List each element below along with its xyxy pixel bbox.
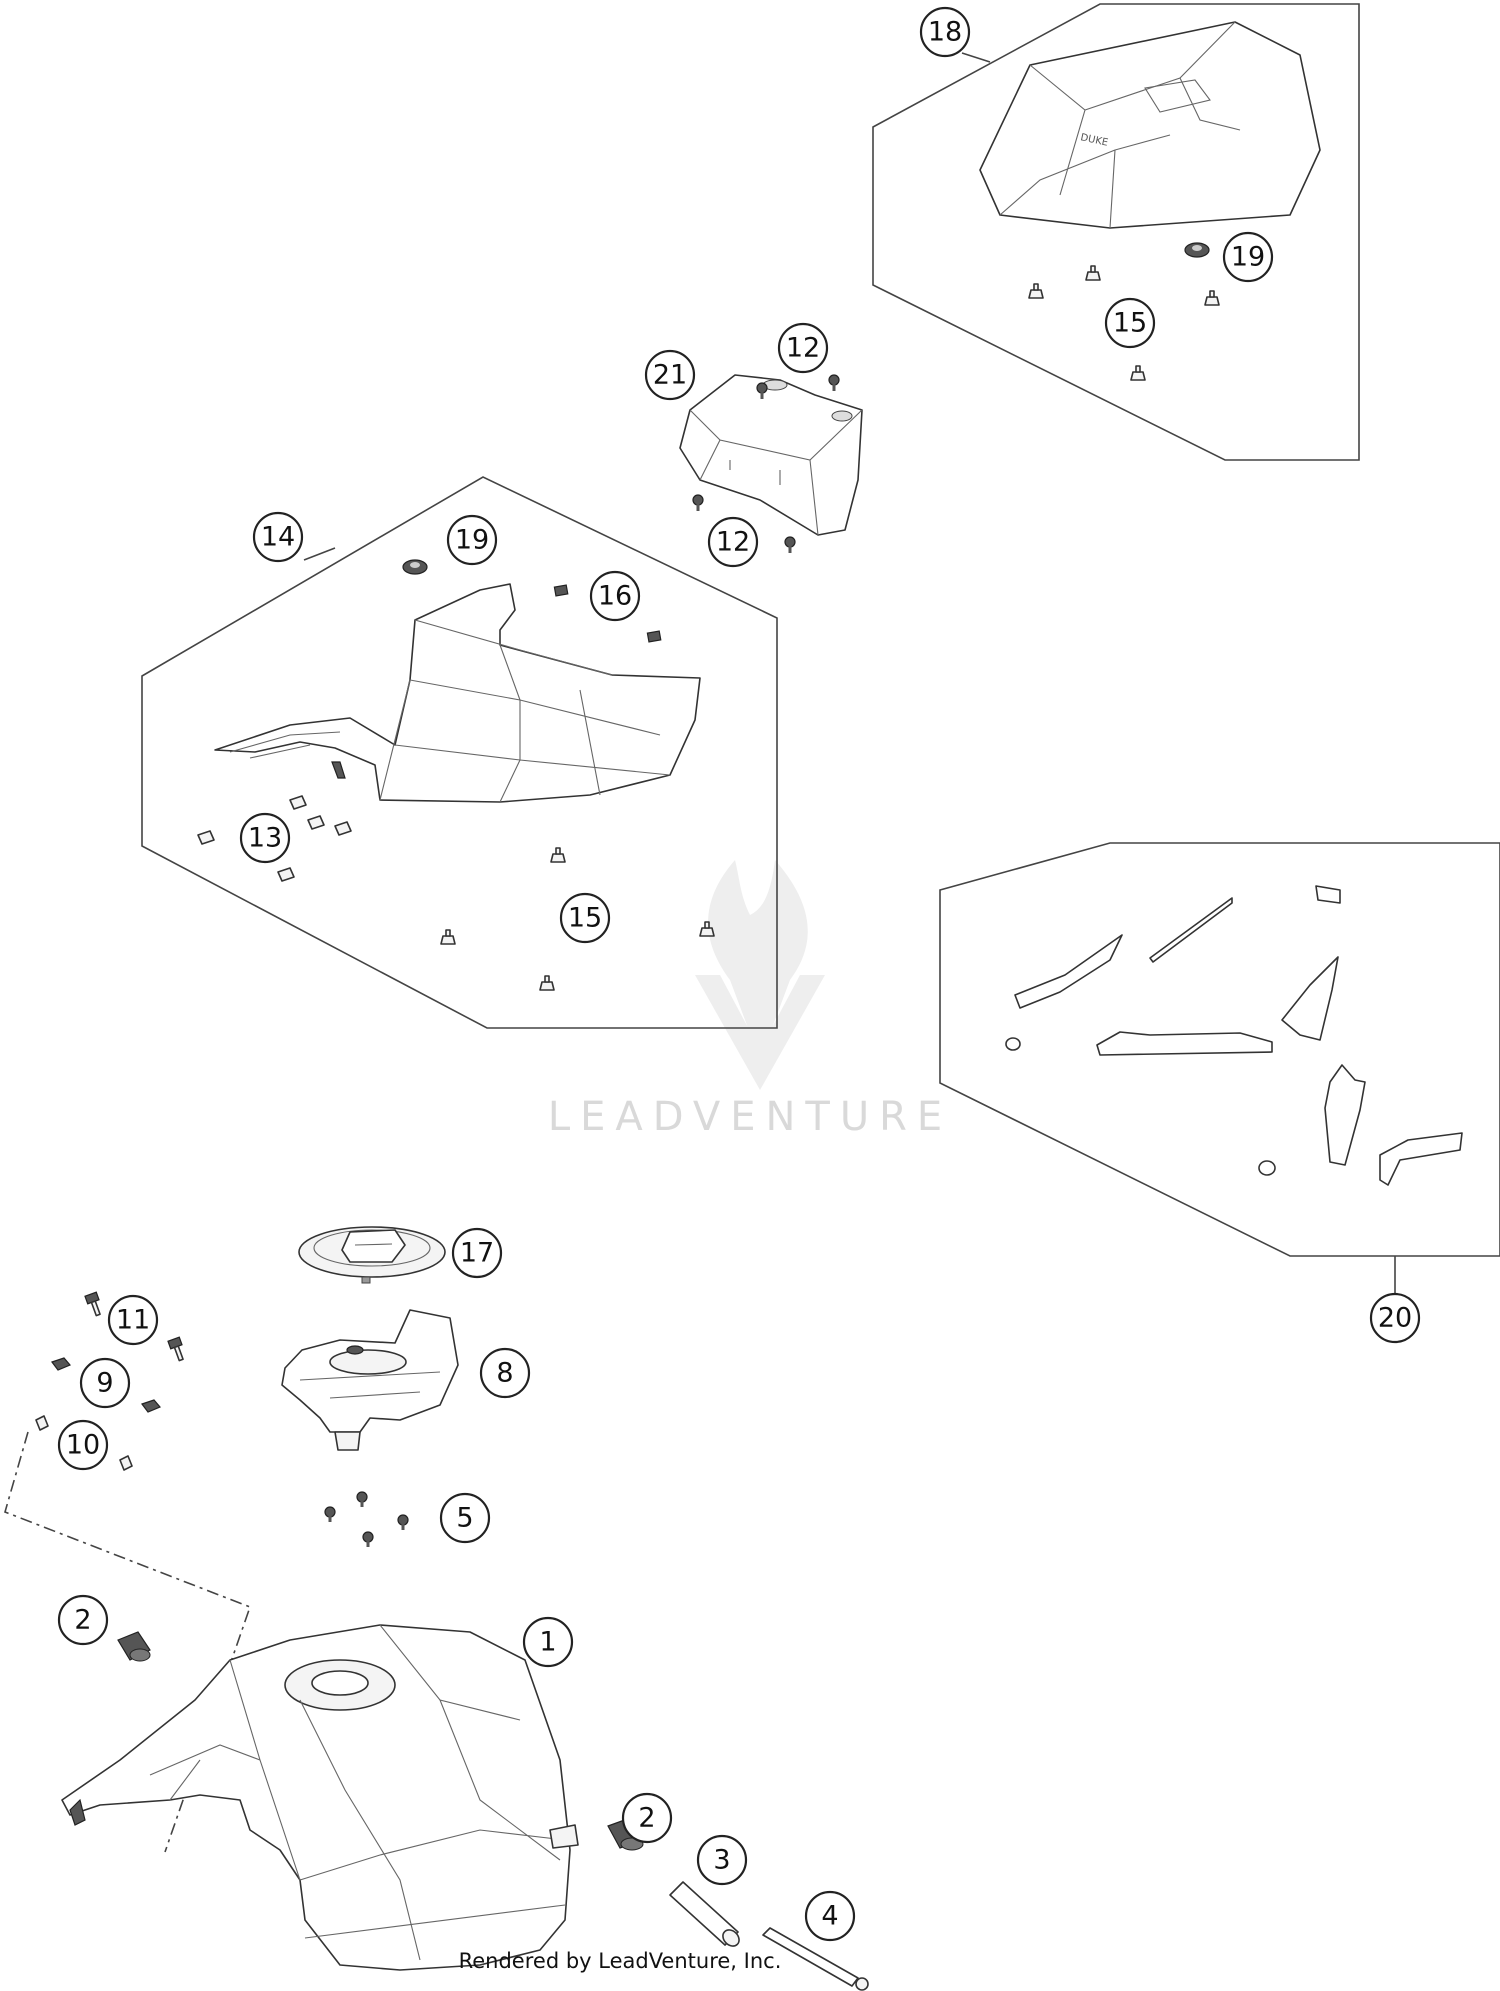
rear-seat-kit-outline xyxy=(872,3,1360,461)
rider-seat-grommet xyxy=(402,559,428,575)
tray-screws xyxy=(692,374,840,553)
callout-15-upper: 15 xyxy=(1104,297,1156,349)
fuel-cap xyxy=(298,1226,446,1284)
rear-seat-buffers xyxy=(1028,265,1220,381)
callout-2-upper: 2 xyxy=(57,1594,109,1646)
decal-set-outline xyxy=(939,842,1500,1257)
callout-16: 16 xyxy=(589,570,641,622)
svg-text:1: 1 xyxy=(539,1627,556,1658)
svg-text:20: 20 xyxy=(1378,1303,1412,1334)
svg-text:17: 17 xyxy=(460,1238,494,1269)
callout-10: 10 xyxy=(57,1419,109,1471)
rear-seat-cover: DUKE xyxy=(979,21,1321,229)
callout-13: 13 xyxy=(239,812,291,864)
decal-pieces xyxy=(1005,885,1463,1186)
svg-text:16: 16 xyxy=(598,581,632,612)
callout-2-lower: 2 xyxy=(621,1792,673,1844)
svg-text:19: 19 xyxy=(455,525,489,556)
callout-11: 11 xyxy=(107,1294,159,1346)
callout-17: 17 xyxy=(451,1227,503,1279)
callout-14: 14 xyxy=(252,511,304,563)
svg-text:12: 12 xyxy=(786,333,820,364)
filler-unit xyxy=(281,1309,459,1451)
callout-15-lower: 15 xyxy=(559,892,611,944)
callout-12-lower: 12 xyxy=(707,516,759,568)
watermark: LEADVENTURE xyxy=(548,860,952,1140)
callout-12-upper: 12 xyxy=(777,322,829,374)
callout-19-lower: 19 xyxy=(446,514,498,566)
watermark-text: LEADVENTURE xyxy=(548,1094,952,1140)
rider-seat-cover xyxy=(214,583,701,803)
callout-21: 21 xyxy=(644,349,696,401)
svg-text:11: 11 xyxy=(116,1305,150,1336)
storage-tray xyxy=(679,374,863,536)
svg-text:19: 19 xyxy=(1231,242,1265,273)
svg-text:5: 5 xyxy=(456,1503,473,1534)
screws-11 xyxy=(84,1291,184,1362)
svg-text:21: 21 xyxy=(653,360,687,391)
callout-5: 5 xyxy=(439,1492,491,1544)
bolt-4 xyxy=(762,1927,869,1991)
callout-8: 8 xyxy=(479,1347,531,1399)
svg-text:9: 9 xyxy=(96,1368,113,1399)
svg-text:15: 15 xyxy=(1113,308,1147,339)
callout-4: 4 xyxy=(804,1890,856,1942)
callout-9: 9 xyxy=(79,1357,131,1409)
rider-seat-kit-outline xyxy=(141,476,778,1029)
svg-text:12: 12 xyxy=(716,527,750,558)
footer-credit: Rendered by LeadVenture, Inc. xyxy=(459,1949,782,1973)
clips-10 xyxy=(35,1415,133,1471)
rear-seat-grommet xyxy=(1184,242,1210,258)
fuel-tank xyxy=(61,1624,579,1971)
svg-text:8: 8 xyxy=(496,1358,513,1389)
svg-text:3: 3 xyxy=(713,1845,730,1876)
screws-5 xyxy=(324,1491,409,1547)
svg-text:2: 2 xyxy=(638,1803,655,1834)
svg-text:15: 15 xyxy=(568,903,602,934)
svg-text:2: 2 xyxy=(74,1605,91,1636)
nuts-9 xyxy=(51,1357,161,1413)
callout-1: 1 xyxy=(522,1616,574,1668)
grommet-2-upper xyxy=(117,1631,151,1662)
leader-line-14 xyxy=(303,547,336,561)
svg-text:14: 14 xyxy=(261,522,295,553)
callout-20: 20 xyxy=(1369,1292,1421,1344)
watermark-logo-icon xyxy=(695,860,825,1090)
callout-18: 18 xyxy=(919,6,971,58)
rider-seat-buffers xyxy=(440,847,715,991)
svg-text:13: 13 xyxy=(248,823,282,854)
svg-text:10: 10 xyxy=(66,1430,100,1461)
svg-text:4: 4 xyxy=(821,1901,838,1932)
callout-3: 3 xyxy=(696,1834,748,1886)
callout-19-upper: 19 xyxy=(1222,231,1274,283)
seat-clips-16 xyxy=(553,584,662,643)
leader-line-18 xyxy=(961,52,991,63)
sleeve-3 xyxy=(669,1881,740,1947)
seat-clips-13 xyxy=(197,795,352,882)
svg-text:18: 18 xyxy=(928,17,962,48)
